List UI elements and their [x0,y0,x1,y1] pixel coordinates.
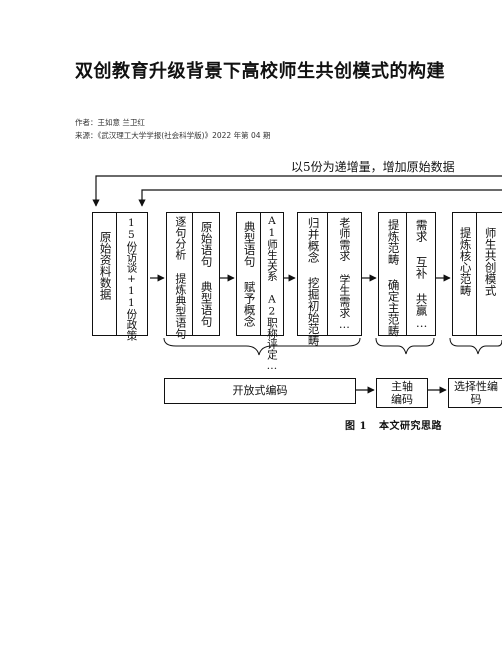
sentence-analysis-text: 逐句分析 提炼典型语句 [173,216,187,339]
figure-caption: 图 1 本文研究思路 [345,417,454,432]
typical-sentence-box: 典型语句 赋予概念 [236,212,262,336]
open-coding-label: 开放式编码 [232,384,288,397]
needs-box: 老师需求 学生需求… [327,212,362,336]
needs-text: 老师需求 学生需求… [337,217,351,331]
figure-lines [92,175,502,394]
concept-a1-text: A1师生关系 A2职称评定… [265,215,278,372]
axial-coding-label: 主轴编码 [391,380,413,406]
selective-coding-label: 选择性编码 [454,380,498,406]
refine-category-text: 提炼范畴 确定主范畴 [386,219,401,337]
complement-text: 需求 互补 共赢… [414,219,429,330]
core-category-box: 提炼核心范畴 [452,212,478,336]
concept-a1-box: A1师生关系 A2职称评定… [260,212,284,372]
article-author: 作者：王如意 兰卫红 [75,118,145,127]
original-sentence-text: 原始语句 典型语句 [199,221,214,327]
feedback-loop-label: 以5份为递增量，增加原始数据 [288,161,458,174]
raw-data-box: 原始资料数据 [92,212,118,336]
co-creation-model-box: 师生共创模式 [476,212,502,336]
article-title: 双创教育升级背景下高校师生共创模式的构建 [75,61,445,82]
core-category-text: 提炼核心范畴 [458,227,473,296]
article-source: 来源：《武汉理工大学学报(社会科学版)》2022 年第 04 期 [75,131,271,140]
figure-caption-number: 图 1 [345,421,367,432]
selective-coding-box: 选择性编码 [448,378,502,408]
research-flow-figure: 以5份为递增量，增加原始数据 原始资料数据 15份访谈+11份政策 逐句分析 提… [86,158,502,438]
co-creation-model-text: 师生共创模式 [483,227,498,296]
interview-policy-box: 15份访谈+11份政策 [116,212,148,341]
original-sentence-box: 原始语句 典型语句 [192,212,220,336]
refine-category-box: 提炼范畴 确定主范畴 [378,212,408,337]
merge-concepts-box: 归并概念 挖掘初始范畴 [297,212,329,346]
raw-data-text: 原始资料数据 [98,231,113,300]
sentence-analysis-box: 逐句分析 提炼典型语句 [166,212,194,339]
open-coding-box: 开放式编码 [164,378,356,404]
figure-caption-text: 本文研究思路 [378,421,442,432]
typical-sentence-text: 典型语句 赋予概念 [242,221,257,327]
interview-policy-text: 15份访谈+11份政策 [125,217,138,341]
complement-box: 需求 互补 共赢… [406,212,436,336]
merge-concepts-text: 归并概念 挖掘初始范畴 [306,217,321,346]
axial-coding-box: 主轴编码 [376,378,428,408]
